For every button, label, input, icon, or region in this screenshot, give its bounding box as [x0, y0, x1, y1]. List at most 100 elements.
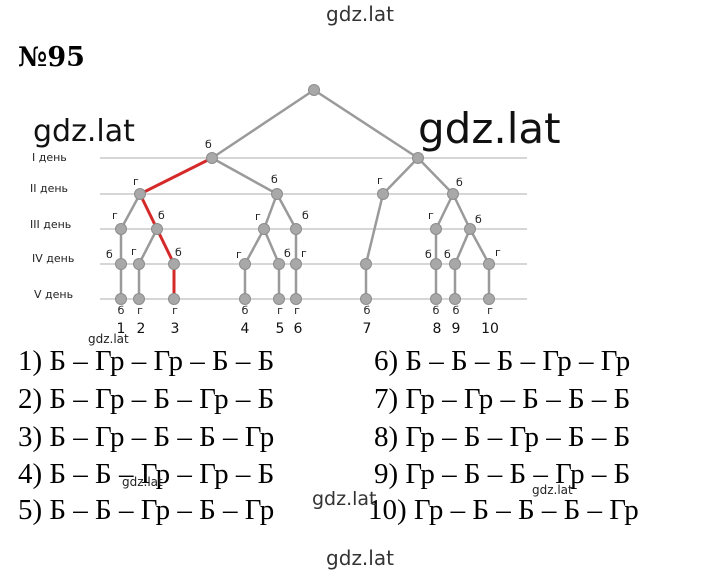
day-label-1: I день: [32, 151, 67, 164]
leaf-number: 7: [363, 321, 372, 337]
answer-2: 2) Б – Гр – Б – Гр – Б: [18, 383, 275, 415]
edge: [364, 193, 385, 265]
edge: [211, 88, 315, 160]
node-label: б: [271, 173, 278, 186]
node: [258, 223, 270, 235]
node-label: г: [236, 248, 242, 261]
leaf-label: б: [242, 304, 249, 317]
watermark-bottom: gdz.lat: [326, 546, 394, 570]
edge: [262, 228, 281, 265]
watermark-large-left: gdz.lat: [33, 114, 135, 149]
node-root: [308, 84, 320, 96]
node-label: г: [131, 245, 137, 258]
edge: [434, 193, 455, 230]
leaf-number: 5: [276, 321, 285, 337]
edge: [382, 157, 419, 195]
leaf-label: б: [433, 304, 440, 317]
answer-6: 6) Б – Б – Б – Гр – Гр: [374, 345, 631, 377]
leaf-number: 8: [433, 321, 442, 337]
edge: [453, 228, 472, 265]
node-label: б: [205, 138, 212, 151]
edge: [451, 193, 472, 230]
leaf-number: 9: [452, 321, 461, 337]
watermark-small: gdz.lat: [532, 483, 573, 497]
node-leaf: [133, 293, 145, 305]
node-label: б: [284, 247, 291, 260]
edge: [119, 193, 142, 230]
node: [464, 223, 476, 235]
node-label: б: [106, 248, 113, 261]
answer-4: 4) Б – Б – Гр – Гр – Б: [18, 458, 275, 490]
node: [290, 258, 302, 270]
edge: [275, 193, 298, 230]
answer-5: 5) Б – Б – Гр – Б – Гр: [18, 494, 275, 526]
tree-diagram: I день II день III день IV день V день б…: [30, 84, 527, 337]
node-label: г: [377, 174, 383, 187]
node: [206, 152, 218, 164]
answer-10: 10) Гр – Б – Б – Б – Гр: [368, 494, 639, 526]
highlight-edge: [138, 193, 159, 230]
node: [447, 188, 459, 200]
edge: [313, 88, 419, 160]
node-label: б: [456, 176, 463, 189]
node-label: б: [158, 209, 165, 222]
node: [430, 223, 442, 235]
edge: [243, 228, 266, 265]
node-label: б: [475, 213, 482, 226]
node: [115, 223, 127, 235]
node-label: г: [112, 209, 118, 222]
leaf-label: г: [172, 304, 178, 317]
node-label: г: [133, 175, 139, 188]
day-label-4: IV день: [32, 252, 74, 265]
watermark-top: gdz.lat: [326, 2, 394, 26]
node: [412, 152, 424, 164]
leaf-label: г: [137, 304, 143, 317]
edge: [211, 156, 278, 196]
node: [239, 258, 251, 270]
watermark-large-right: gdz.lat: [418, 104, 561, 153]
node-leaf: [168, 293, 180, 305]
leaf-number: 4: [241, 321, 250, 337]
highlight-edge: [155, 228, 176, 265]
watermark-small: gdz.lat: [88, 332, 129, 346]
day-label-3: III день: [30, 218, 71, 231]
node-leaf: [273, 293, 285, 305]
node-leaf: [290, 293, 302, 305]
node: [483, 258, 495, 270]
task-number: №95: [18, 42, 85, 73]
node-label: г: [495, 246, 501, 259]
node: [290, 223, 302, 235]
watermark-small: gdz.lat: [122, 475, 163, 489]
leaf-number: 6: [294, 321, 303, 337]
node-leaf: [360, 293, 372, 305]
edge: [417, 157, 454, 195]
node-label: б: [175, 246, 182, 259]
leaf-number: 2: [137, 321, 146, 337]
node-label: г: [428, 209, 434, 222]
node: [430, 258, 442, 270]
day-label-2: II день: [30, 182, 68, 195]
node: [377, 188, 389, 200]
node-leaf: [483, 293, 495, 305]
answer-7: 7) Гр – Гр – Б – Б – Б: [374, 383, 631, 415]
leaf-number: 1: [117, 321, 126, 337]
leaf-label: г: [277, 304, 283, 317]
leaf-number: 3: [171, 321, 180, 337]
leaf-label: б: [453, 304, 460, 317]
node: [151, 223, 163, 235]
edge: [262, 193, 279, 230]
node: [360, 258, 372, 270]
node-leaf: [430, 293, 442, 305]
node: [449, 258, 461, 270]
leaf-number: 10: [481, 321, 499, 337]
node: [168, 258, 180, 270]
node: [133, 258, 145, 270]
node-label: г: [255, 210, 261, 223]
node: [273, 258, 285, 270]
highlight-edge: [139, 156, 213, 196]
answer-1: 1) Б – Гр – Гр – Б – Б: [18, 345, 275, 377]
leaf-label: б: [118, 304, 125, 317]
node: [134, 188, 146, 200]
node-label: г: [301, 247, 307, 260]
answer-8: 8) Гр – Б – Гр – Б – Б: [374, 421, 631, 453]
